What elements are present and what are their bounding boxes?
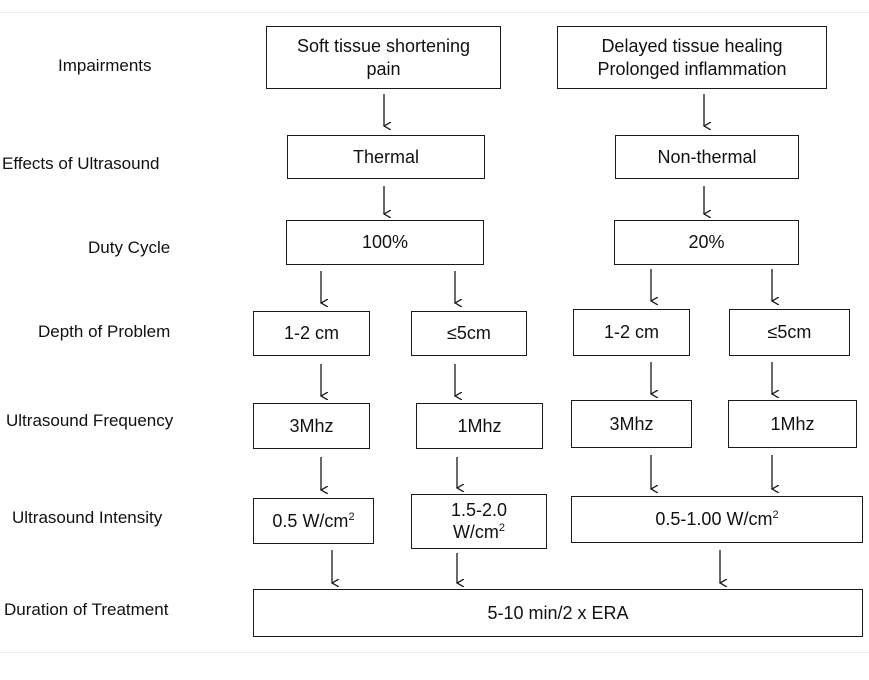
impairment-right-box: Delayed tissue healing Prolonged inflamm…: [557, 26, 827, 89]
duty-20-box: 20%: [614, 220, 799, 265]
top-divider: [0, 12, 869, 13]
bottom-divider: [0, 652, 869, 653]
duration-box: 5-10 min/2 x ERA: [253, 589, 863, 637]
row-label-depth: Depth of Problem: [38, 322, 171, 341]
depth-box-3: 1-2 cm: [573, 309, 690, 356]
intensity-2-line1: 1.5-2.0: [450, 499, 508, 520]
intensity-1-text: 0.5 W/cm2: [272, 510, 355, 531]
frequency-box-2: 1Mhz: [416, 403, 543, 449]
row-label-effects: Effects of Ultrasound: [2, 154, 160, 173]
depth-box-1: 1-2 cm: [253, 311, 370, 356]
impairment-left-line2: pain: [366, 58, 401, 79]
row-label-intensity: Ultrasound Intensity: [12, 508, 163, 527]
impairment-right-line1: Delayed tissue healing: [601, 36, 783, 56]
intensity-box-2: 1.5-2.0 W/cm2: [411, 494, 547, 549]
intensity-box-3: 0.5-1.00 W/cm2: [571, 496, 863, 543]
row-label-duration: Duration of Treatment: [4, 600, 169, 619]
effect-thermal-box: Thermal: [287, 135, 485, 179]
effect-nonthermal-box: Non-thermal: [615, 135, 799, 179]
row-label-impairments: Impairments: [58, 56, 152, 75]
depth-box-2: ≤5cm: [411, 311, 527, 356]
row-label-duty-cycle: Duty Cycle: [88, 238, 171, 257]
depth-box-4: ≤5cm: [729, 309, 850, 356]
intensity-3-text: 0.5-1.00 W/cm2: [655, 509, 779, 530]
impairment-left-box: Soft tissue shortening pain: [266, 26, 501, 89]
impairment-left-line1: Soft tissue shortening: [296, 36, 471, 56]
intensity-box-1: 0.5 W/cm2: [253, 498, 374, 544]
duty-100-box: 100%: [286, 220, 484, 265]
frequency-box-3: 3Mhz: [571, 400, 692, 448]
intensity-2-line2: W/cm2: [452, 521, 506, 542]
frequency-box-1: 3Mhz: [253, 403, 370, 449]
impairment-right-line2: Prolonged inflammation: [597, 58, 787, 79]
row-label-frequency: Ultrasound Frequency: [6, 411, 174, 430]
frequency-box-4: 1Mhz: [728, 400, 857, 448]
